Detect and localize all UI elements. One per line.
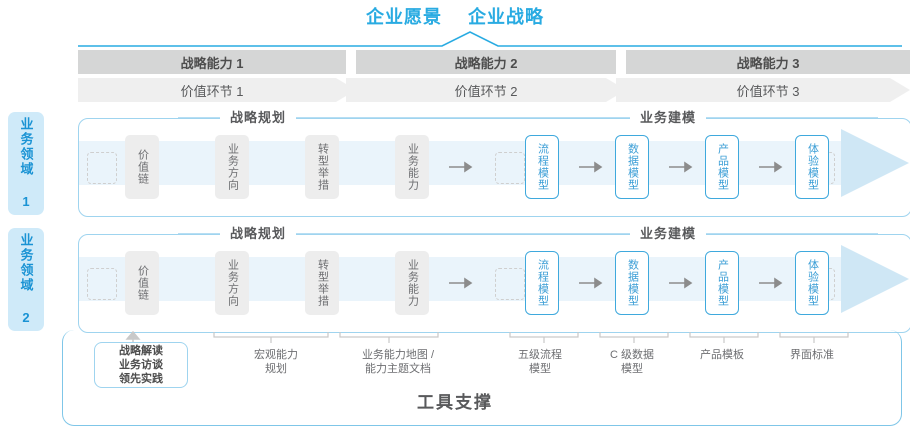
value-link-3[interactable]: 价值环节 3 [736,83,800,99]
tool-label-interface-standard: 界面标准 [790,349,834,361]
business-domain-2-lane: 价值链 业务方向 转型举措 业务能力 流程模型 数据模型 产品模型 体验模型 [78,234,910,333]
node-value-chain-2[interactable]: 价值链 [125,251,159,315]
flow-arrow-1-5 [579,161,603,173]
node-product-model-1[interactable]: 产品模型 [705,135,739,199]
lane-2-modeling-title: 业务建模 [630,225,707,243]
flow-arrow-2-7 [759,277,783,289]
value-link-2[interactable]: 价值环节 2 [454,83,518,99]
flow-placeholder-mid-1 [495,152,525,184]
node-experience-model-2[interactable]: 体验模型 [795,251,829,315]
node-value-chain-1[interactable]: 价值链 [125,135,159,199]
node-process-model-1[interactable]: 流程模型 [525,135,559,199]
business-domain-2-label: 业务领域 2 [18,232,34,327]
lane-1-planning-title: 战略规划 [220,109,297,127]
node-experience-model-1[interactable]: 体验模型 [795,135,829,199]
tool-label-macro-capability-planning: 宏观能力 规划 [254,349,298,375]
lane-1-modeling-title: 业务建模 [630,109,707,127]
business-domain-1-label: 业务领域 1 [18,116,34,211]
flow-placeholder-start-2 [87,268,117,300]
tool-label-product-template: 产品模板 [700,349,744,361]
flow-arrow-2-5 [579,277,603,289]
peak-connector-line [78,31,902,47]
flow-placeholder-mid-2 [495,268,525,300]
enterprise-strategy-title: 企业战略 [468,7,544,27]
sidebar-item-business-domain-2[interactable]: 业务领域 2 [8,228,44,331]
top-title-group: 企业愿景 企业战略 [0,4,910,30]
node-business-capability-2[interactable]: 业务能力 [395,251,429,315]
node-transformation-measure-1[interactable]: 转型举措 [305,135,339,199]
node-transformation-measure-2[interactable]: 转型举措 [305,251,339,315]
flow-arrow-1-4 [449,161,473,173]
flow-arrow-2-6 [669,277,693,289]
lane-1-section-rules [178,117,878,119]
strategic-capability-bar-row: 战略能力 1 战略能力 2 战略能力 3 [78,50,910,74]
strategic-capability-3[interactable]: 战略能力 3 [626,50,910,74]
business-domain-1-lane: 价值链 业务方向 转型举措 业务能力 流程模型 数据模型 产品模型 体验模型 [78,118,910,217]
tool-label-c-level-data-model: C 级数据 模型 [610,349,654,375]
lane-2-section-rules [178,233,878,235]
flow-arrow-1-6 [669,161,693,173]
node-business-direction-1[interactable]: 业务方向 [215,135,249,199]
tool-support-title: 工具支撑 [417,393,493,412]
value-link-chevron-background [78,78,910,102]
flow-arrow-2-4 [449,277,473,289]
node-process-model-2[interactable]: 流程模型 [525,251,559,315]
strategic-capability-2[interactable]: 战略能力 2 [356,50,616,74]
flow-placeholder-start-1 [87,152,117,184]
tool-bracket-group [125,330,849,346]
value-link-bar-row: 价值环节 1 价值环节 2 价值环节 3 [78,78,910,102]
strategic-capability-1[interactable]: 战略能力 1 [78,50,346,74]
value-link-1[interactable]: 价值环节 1 [180,83,244,99]
node-data-model-2[interactable]: 数据模型 [615,251,649,315]
node-business-direction-2[interactable]: 业务方向 [215,251,249,315]
tool-box-strategy-interpretation[interactable]: 战略解读 业务访谈 领先实践 [94,342,188,388]
node-product-model-2[interactable]: 产品模型 [705,251,739,315]
tool-support-container [62,330,902,426]
node-business-capability-1[interactable]: 业务能力 [395,135,429,199]
flow-arrow-1-7 [759,161,783,173]
sidebar-item-business-domain-1[interactable]: 业务领域 1 [8,112,44,215]
enterprise-vision-title: 企业愿景 [366,7,442,27]
lane-2-planning-title: 战略规划 [220,225,297,243]
node-data-model-1[interactable]: 数据模型 [615,135,649,199]
tool-label-capability-map: 业务能力地图 / 能力主题文档 [361,349,435,375]
tool-label-five-level-process-model: 五级流程 模型 [518,349,562,375]
